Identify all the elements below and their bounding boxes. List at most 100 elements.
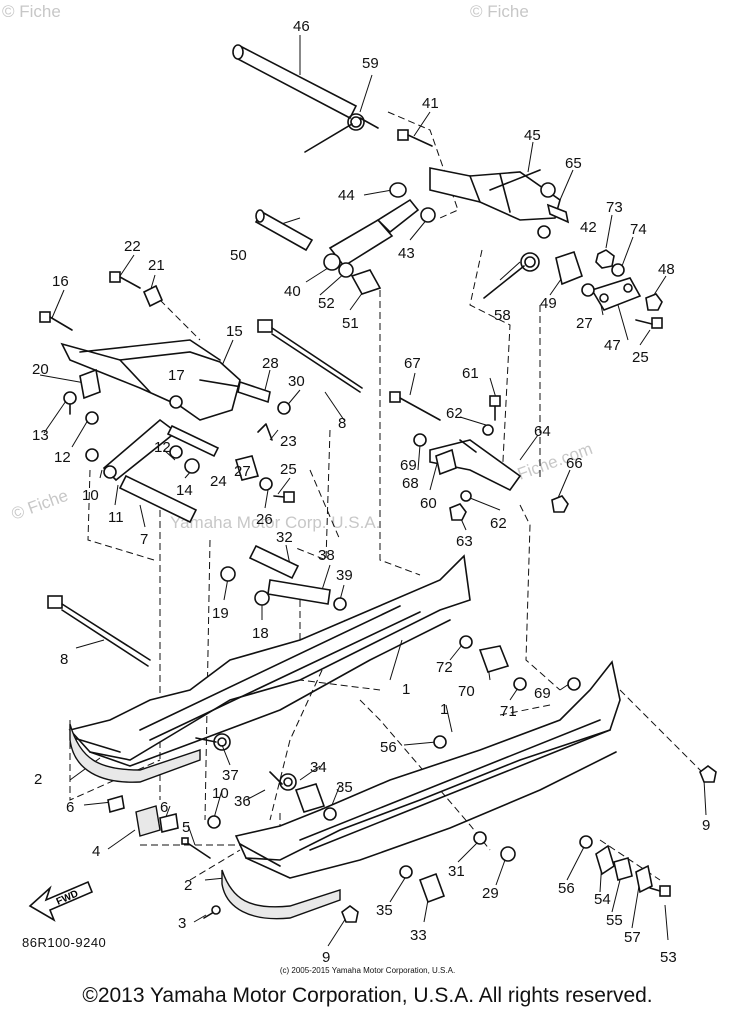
bolt-25-lower	[273, 491, 295, 503]
link-11	[102, 418, 178, 482]
callout-70: 70	[458, 683, 475, 700]
callout-1b: 1	[440, 701, 448, 718]
callout-11: 11	[108, 509, 124, 526]
fwd-label: FWD	[55, 888, 80, 907]
spring-58	[483, 252, 540, 299]
small-copyright-notice: (c) 2005-2015 Yamaha Motor Corporation, …	[279, 966, 456, 975]
callout-71: 71	[500, 703, 517, 720]
callout-28: 28	[262, 355, 279, 372]
collar-27-upper	[581, 283, 595, 297]
callout-14: 14	[176, 482, 193, 499]
shaft-32	[248, 544, 300, 580]
collar-18	[254, 590, 270, 606]
callout-20: 20	[32, 361, 49, 378]
callout-61: 61	[462, 365, 479, 382]
callout-34: 34	[310, 759, 327, 776]
slider-2-right	[221, 869, 341, 920]
washer-74	[611, 263, 625, 277]
callout-54: 54	[594, 891, 611, 908]
callout-27b: 27	[234, 463, 251, 480]
washer-35a	[323, 807, 337, 821]
washer-26	[259, 477, 273, 491]
washer-69a	[413, 433, 427, 447]
bolt-16	[39, 311, 73, 331]
long-bolt-8-upper	[257, 319, 363, 393]
copyright-footer: ©2013 Yamaha Motor Corporation, U.S.A. A…	[82, 984, 653, 1007]
bolt-29	[500, 846, 516, 862]
washer-56b	[579, 835, 593, 849]
bolt-71	[513, 677, 527, 691]
block-4	[135, 805, 161, 837]
watermark-mid-left: © Fiche	[9, 486, 71, 524]
washer-69b	[567, 677, 581, 691]
collar-52	[338, 262, 354, 278]
shaft-7	[118, 474, 198, 524]
callout-47: 47	[604, 337, 621, 354]
washer-56a	[433, 735, 447, 749]
callout-62a: 62	[446, 405, 463, 422]
spacer-44	[389, 182, 407, 198]
callout-69a: 69	[400, 457, 417, 474]
washer-62b	[460, 490, 472, 502]
callout-12a: 12	[54, 449, 71, 466]
callout-35a: 35	[336, 779, 353, 796]
nut-9-lower	[341, 905, 359, 923]
spring-36	[269, 771, 297, 791]
bolt-61	[489, 395, 501, 421]
callout-60: 60	[420, 495, 437, 512]
spacer-20	[79, 368, 101, 400]
callout-13: 13	[32, 427, 49, 444]
callout-36: 36	[234, 793, 251, 810]
collar-14	[184, 458, 200, 474]
clip-21	[142, 284, 164, 308]
nut-9-right	[699, 765, 717, 783]
callout-22: 22	[124, 238, 141, 255]
callout-50: 50	[230, 247, 247, 264]
nut-63	[449, 503, 467, 521]
bolt-25-upper	[635, 317, 663, 329]
rear-arm-bracket-45	[429, 167, 561, 221]
bracket-57	[635, 864, 653, 894]
callout-10a: 10	[82, 487, 99, 504]
washer-35b	[399, 865, 413, 879]
callout-4: 4	[92, 843, 100, 860]
callout-23: 23	[280, 433, 297, 450]
callout-72: 72	[436, 659, 453, 676]
callout-67: 67	[404, 355, 421, 372]
callout-56a: 56	[380, 739, 397, 756]
bolt-22	[109, 271, 141, 289]
bracket-54	[595, 844, 615, 876]
washer-30	[277, 401, 291, 415]
callout-55: 55	[606, 912, 623, 929]
bolt-41	[397, 129, 433, 147]
watermark-top-left: © Fiche	[2, 2, 61, 21]
callout-42: 42	[580, 219, 597, 236]
slide-rail-1-left	[68, 554, 471, 767]
callout-66: 66	[566, 455, 583, 472]
nut-66	[551, 495, 569, 513]
slide-rail-1-right	[234, 660, 621, 879]
washer-39	[333, 597, 347, 611]
slider-2-left	[69, 723, 201, 783]
bolt-13	[63, 391, 77, 415]
diagram-reference-number: 86R100-9240	[22, 935, 107, 950]
callout-10b: 10	[212, 785, 229, 802]
watermark-right: Fiche.com	[515, 439, 595, 484]
callout-44: 44	[338, 187, 355, 204]
block-70	[478, 645, 510, 673]
callout-63: 63	[456, 533, 473, 550]
callout-21: 21	[148, 257, 165, 274]
collar-34	[294, 783, 326, 813]
callout-27a: 27	[576, 315, 593, 332]
shaft-50	[254, 209, 314, 252]
collar-19	[220, 566, 236, 582]
callout-9a: 9	[702, 817, 710, 834]
spacer-65	[546, 203, 570, 224]
callout-1a: 1	[402, 681, 410, 698]
screw-3	[203, 905, 221, 919]
callout-74: 74	[630, 221, 647, 238]
washer-10b	[207, 815, 221, 829]
callout-49: 49	[540, 295, 557, 312]
callout-24: 24	[210, 473, 227, 490]
